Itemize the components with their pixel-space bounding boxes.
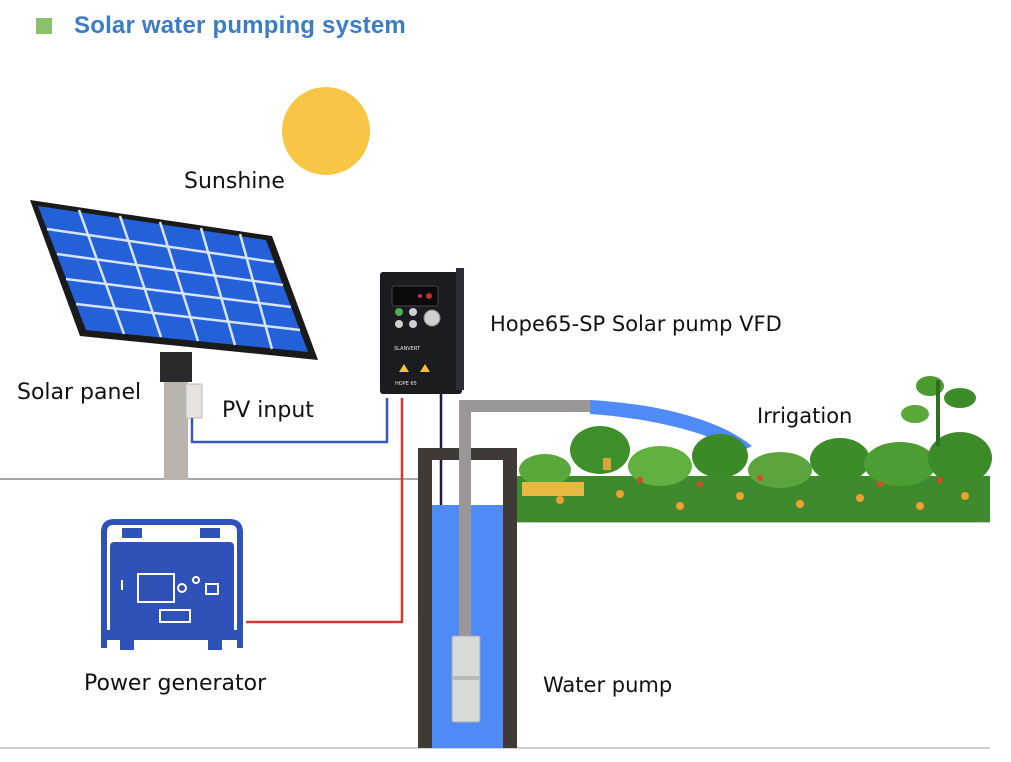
label-solar-panel: Solar panel	[17, 380, 141, 405]
water-pipe	[459, 400, 592, 640]
title-marker-icon	[36, 18, 52, 34]
generator-icon	[101, 519, 243, 650]
submersible-pump-icon	[451, 635, 481, 723]
solar-panel-pole	[160, 352, 203, 480]
label-irrigation: Irrigation	[757, 404, 852, 428]
generator-panel	[121, 573, 219, 623]
label-generator: Power generator	[84, 671, 267, 696]
label-water-pump: Water pump	[543, 673, 672, 697]
pv-input-wire	[190, 398, 389, 444]
vfd-device: SLANVERT HOPE 65	[380, 268, 464, 394]
label-pv-input: PV input	[222, 398, 314, 423]
sun-icon	[282, 87, 370, 175]
vfd-brand: SLANVERT	[394, 346, 421, 352]
vfd-model: HOPE 65	[395, 381, 417, 387]
label-sunshine: Sunshine	[184, 169, 285, 194]
label-vfd: Hope65-SP Solar pump VFD	[490, 312, 782, 336]
generator-wire	[246, 398, 404, 624]
page-title-text: Solar water pumping system	[74, 12, 406, 39]
irrigation-stream	[590, 400, 752, 452]
page-title: Solar water pumping system	[36, 12, 406, 40]
crop-field-icon	[517, 376, 992, 522]
solar-panel-icon	[30, 200, 318, 360]
